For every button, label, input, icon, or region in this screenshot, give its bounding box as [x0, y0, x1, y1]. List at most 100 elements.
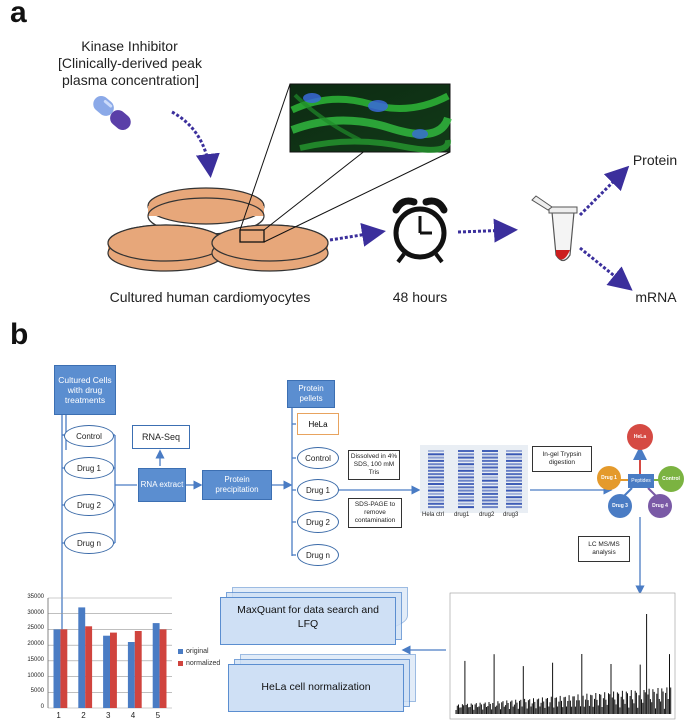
legend-label: original — [186, 648, 209, 655]
gel-band — [482, 453, 498, 456]
y-tick-label: 10000 — [27, 672, 44, 679]
gel-band — [506, 499, 522, 502]
gel-band — [428, 496, 444, 499]
gel-band — [506, 469, 522, 472]
gel-band — [458, 473, 474, 476]
gel-band — [482, 459, 498, 462]
cardiomyocyte-micrograph — [289, 83, 452, 153]
bar-original-2 — [78, 607, 86, 708]
gel-band — [458, 499, 474, 502]
gel-lane-label-4: drug3 — [503, 512, 519, 518]
cultured-cells-box: Cultured Cells with drug treatments — [54, 365, 116, 415]
gel-band — [482, 483, 498, 485]
gel-band — [428, 469, 444, 472]
gel-band — [482, 473, 498, 476]
arrow-clock-to-tube — [457, 218, 518, 243]
gel-band — [506, 463, 522, 466]
gel-band — [482, 486, 498, 489]
rna-seq-box: RNA-Seq — [132, 425, 190, 449]
gel-band — [482, 463, 498, 466]
gel-band — [482, 506, 498, 509]
gel-band — [506, 489, 522, 492]
panel-letter-b: b — [10, 318, 29, 351]
sample-tube-icon — [531, 195, 578, 262]
pellet-drug-2: Drug 2 — [297, 511, 339, 533]
pill-icon — [93, 96, 131, 130]
mass-spectrum — [449, 592, 676, 720]
gel-band — [428, 489, 444, 492]
pellet-control: Control — [297, 447, 339, 469]
bar-normalized-1 — [60, 629, 68, 708]
gel-band — [506, 466, 522, 469]
pellet-drug-n: Drug n — [297, 544, 339, 566]
gel-band — [428, 466, 444, 469]
gel-band — [482, 476, 498, 479]
norm-text: HeLa cell normalization — [261, 681, 371, 693]
protein-precipitation-box: Protein precipitation — [202, 470, 272, 500]
bar-original-1 — [53, 629, 61, 708]
x-tick-label: 1 — [56, 711, 61, 720]
petri-dishes — [107, 187, 329, 272]
gel-band — [458, 459, 474, 462]
inhibitor-line-1: Kinase Inhibitor — [81, 38, 178, 54]
gel-band — [458, 483, 474, 485]
maxquant-doc — [220, 597, 396, 645]
gel-band — [428, 453, 444, 456]
gel-band — [482, 492, 498, 495]
maxquant-text: MaxQuant for data search and LFQ — [237, 604, 379, 630]
gel-band — [458, 466, 474, 469]
legend-normalized: normalized — [178, 660, 220, 667]
peptide-network — [616, 446, 664, 497]
gel-band — [506, 502, 522, 505]
gel-band — [428, 479, 444, 482]
mrna-label: mRNA — [635, 289, 677, 305]
gel-band — [482, 479, 498, 482]
bar-normalized-4 — [134, 631, 142, 708]
gel-band — [506, 496, 522, 499]
protein-label: Protein — [632, 152, 678, 168]
peptide-source-drug4: Drug 4 — [648, 494, 672, 518]
gel-band — [482, 502, 498, 505]
gel-band — [458, 453, 474, 456]
x-tick-label: 2 — [81, 711, 86, 720]
gel-band — [428, 473, 444, 476]
peptide-source-hela: HeLa — [627, 424, 653, 450]
lcms-box: LC MS/MS analysis — [578, 536, 630, 562]
gel-band — [458, 469, 474, 472]
gel-lane-label-2: drug1 — [454, 512, 470, 518]
gel-band — [482, 456, 498, 459]
y-tick-label: 35000 — [27, 594, 44, 600]
gel-band — [506, 459, 522, 462]
x-tick-label: 4 — [130, 711, 136, 720]
bar-normalized-3 — [110, 632, 117, 708]
arrow-dish-to-clock — [329, 222, 386, 247]
y-tick-label: 20000 — [27, 641, 44, 648]
gel-band — [428, 459, 444, 462]
normalization-bar-chart — [47, 597, 172, 709]
legend-swatch — [178, 649, 183, 654]
gel-band — [482, 466, 498, 469]
dissolved-box: Dissolved in 4% SDS, 100 mM Tris — [348, 450, 400, 480]
panel-letter-a: a — [10, 0, 27, 29]
bar-normalized-2 — [85, 626, 93, 708]
gel-band — [428, 483, 444, 485]
time-label: 48 hours — [392, 289, 448, 305]
y-tick-label: 30000 — [27, 609, 44, 616]
y-tick-label: 5000 — [30, 688, 44, 695]
pellet-hela: HeLa — [297, 413, 339, 435]
gel-band — [482, 489, 498, 492]
gel-band — [428, 450, 444, 452]
gel-band — [506, 479, 522, 482]
gel-band — [458, 489, 474, 492]
gel-band — [428, 502, 444, 505]
gel-band — [458, 450, 474, 452]
bar-original-4 — [127, 642, 135, 708]
gel-band — [458, 496, 474, 499]
peptide-source-drug1: Drug 1 — [597, 466, 621, 490]
gel-band — [482, 496, 498, 499]
sds-page-box: SDS-PAGE to remove contamination — [348, 498, 402, 528]
gel-band — [506, 483, 522, 485]
bar-original-3 — [103, 635, 110, 708]
